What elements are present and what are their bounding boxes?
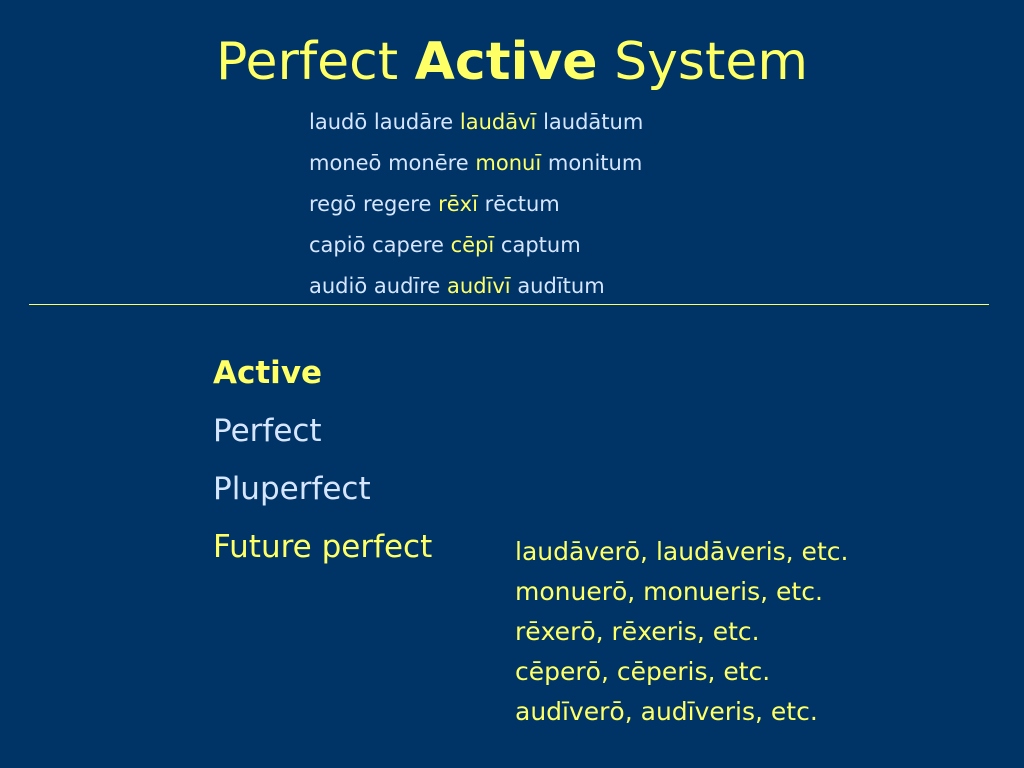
fourth-part: monitum xyxy=(547,151,643,175)
third-part: audīvī xyxy=(447,274,511,298)
second-part: capere xyxy=(372,233,444,257)
first-part: moneō xyxy=(309,151,382,175)
example-line: laudāverō, laudāveris, etc. xyxy=(515,537,849,566)
tense-future-perfect: Future perfect xyxy=(213,529,433,565)
fourth-part: laudātum xyxy=(543,110,644,134)
fourth-part: audītum xyxy=(517,274,605,298)
third-part: monuī xyxy=(475,151,542,175)
title-part-system: System xyxy=(614,32,809,92)
first-part: audiō xyxy=(309,274,368,298)
tense-pluperfect: Pluperfect xyxy=(213,471,371,507)
fourth-part: captum xyxy=(500,233,581,257)
first-part: capiō xyxy=(309,233,366,257)
principal-parts-row: laudō laudāre laudāvī laudātum xyxy=(309,102,643,143)
example-line: monuerō, monueris, etc. xyxy=(515,577,823,606)
tense-list: Active Perfect Pluperfect Future perfect xyxy=(213,344,432,576)
third-part: laudāvī xyxy=(459,110,537,134)
second-part: regere xyxy=(362,192,432,216)
principal-parts-row: moneō monēre monuī monitum xyxy=(309,143,643,184)
first-part: regō xyxy=(309,192,357,216)
second-part: monēre xyxy=(388,151,469,175)
third-part: rēxī xyxy=(438,192,478,216)
slide-title: Perfect Active System xyxy=(0,26,1024,98)
third-part: cēpī xyxy=(450,233,495,257)
principal-parts-list: laudō laudāre laudāvī laudātum moneō mon… xyxy=(309,102,643,307)
fourth-part: rēctum xyxy=(484,192,560,216)
second-part: audīre xyxy=(373,274,441,298)
horizontal-divider xyxy=(29,304,989,305)
example-line: audīverō, audīveris, etc. xyxy=(515,697,818,726)
example-line: cēperō, cēperis, etc. xyxy=(515,657,771,686)
title-part-perfect: Perfect xyxy=(215,32,399,92)
principal-parts-row: regō regere rēxī rēctum xyxy=(309,184,643,225)
second-part: laudāre xyxy=(373,110,454,134)
principal-parts-row: audiō audīre audīvī audītum xyxy=(309,266,643,307)
tense-perfect: Perfect xyxy=(213,413,322,449)
principal-parts-row: capiō capere cēpī captum xyxy=(309,225,643,266)
first-part: laudō xyxy=(309,110,368,134)
example-line: rēxerō, rēxeris, etc. xyxy=(515,617,760,646)
future-perfect-examples: laudāverō, laudāveris, etc. monuerō, mon… xyxy=(515,532,848,732)
tense-heading-active: Active xyxy=(213,355,323,391)
title-part-active: Active xyxy=(414,32,598,92)
